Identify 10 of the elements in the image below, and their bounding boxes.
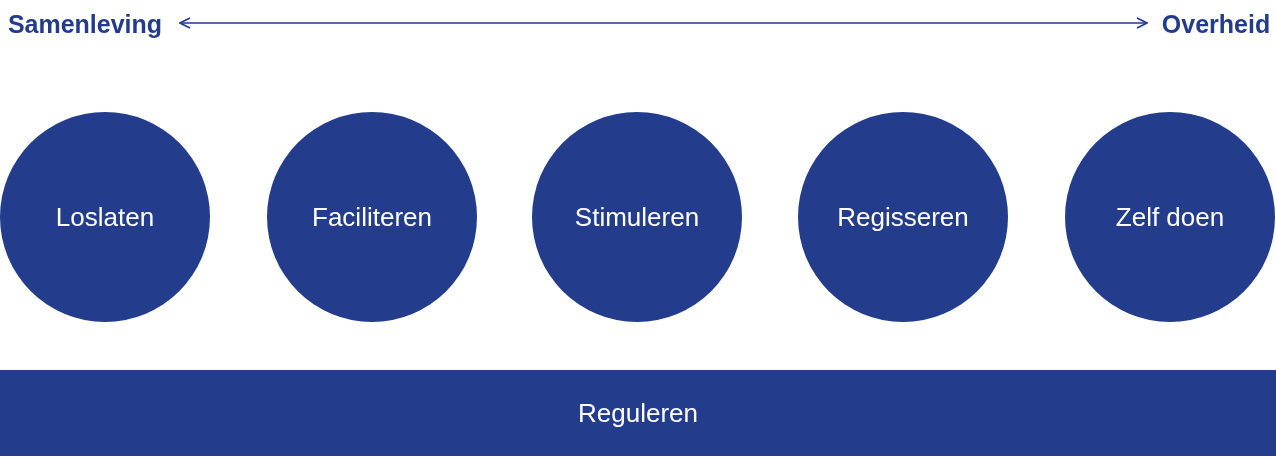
node-label: Regisseren	[837, 201, 969, 233]
end-label: Samenleving	[0, 6, 170, 42]
bar-node	[0, 370, 1276, 456]
end-label: Overheid	[1157, 6, 1275, 42]
node-label: Zelf doen	[1115, 201, 1225, 233]
node-label: Stimuleren	[574, 201, 700, 233]
node-label: Reguleren	[578, 397, 698, 429]
node-label: Loslaten	[55, 201, 155, 233]
node-label: Faciliteren	[312, 201, 432, 233]
double-arrow	[179, 17, 1148, 29]
